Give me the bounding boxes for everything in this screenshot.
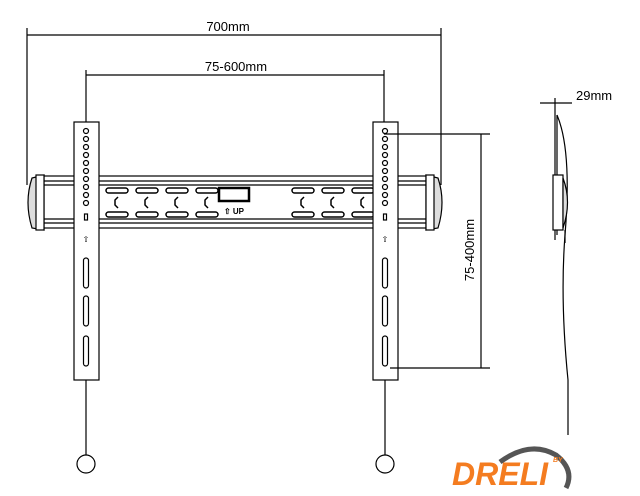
rail-hook xyxy=(360,196,365,209)
horizontal-vesa-label: 75-600mm xyxy=(205,59,267,74)
horizontal-rail: ⇧ UP xyxy=(41,175,429,229)
rail-hook xyxy=(174,196,179,209)
vertical-vesa-label: 75-400mm xyxy=(462,219,477,281)
logo-prefix: BY xyxy=(553,457,564,464)
rail-hook xyxy=(144,196,149,209)
depth-label: 29mm xyxy=(576,88,612,103)
mounting-hole xyxy=(381,159,389,167)
rail-slot xyxy=(105,211,129,218)
up-label: ⇧ UP xyxy=(224,207,245,216)
rail-slot xyxy=(321,211,345,218)
mounting-hole xyxy=(381,167,389,175)
mounting-hole xyxy=(82,199,90,207)
brand-logo: DRELI BY xyxy=(452,446,572,492)
rail-slot xyxy=(291,187,315,194)
rail-slot xyxy=(165,211,189,218)
rail-slot xyxy=(135,187,159,194)
mounting-hole xyxy=(82,175,90,183)
mounting-hole xyxy=(381,191,389,199)
vertical-vesa-dimension: 75-400mm xyxy=(384,133,490,369)
mounting-hole xyxy=(381,151,389,159)
upright-slot xyxy=(82,295,90,327)
mounting-hole xyxy=(381,183,389,191)
upright-slot xyxy=(381,295,389,327)
mounting-hole xyxy=(82,159,90,167)
mounting-hole xyxy=(82,151,90,159)
rail-slot xyxy=(321,187,345,194)
rail-hook xyxy=(114,196,119,209)
left-end-cap xyxy=(27,174,45,231)
rail-slot xyxy=(291,211,315,218)
mounting-hole xyxy=(82,135,90,143)
mounting-hole xyxy=(381,175,389,183)
logo-brand: DRELI xyxy=(452,456,549,492)
mounting-hole xyxy=(381,143,389,151)
safety-pull-ball[interactable] xyxy=(375,454,395,474)
rail-hook xyxy=(300,196,305,209)
mounting-hole xyxy=(381,199,389,207)
vertical-upright: ⇧ xyxy=(372,121,399,474)
overall-width-label: 700mm xyxy=(206,19,249,34)
upright-slot xyxy=(82,257,90,289)
mounting-hole xyxy=(82,167,90,175)
arrow-up-icon: ⇧ xyxy=(83,235,90,244)
mounting-hole xyxy=(82,127,90,135)
rail-hook xyxy=(204,196,209,209)
side-view: 29mm xyxy=(540,88,612,435)
rail-slot xyxy=(135,211,159,218)
mounting-hole xyxy=(82,191,90,199)
mounting-hole xyxy=(82,183,90,191)
rail-slot xyxy=(165,187,189,194)
vertical-upright: ⇧ xyxy=(73,121,100,474)
upright-slot xyxy=(82,335,90,367)
rail-hook xyxy=(330,196,335,209)
upright-slot xyxy=(381,257,389,289)
rail-slot xyxy=(195,211,219,218)
right-end-cap xyxy=(425,174,443,231)
overall-width-dimension: 700mm xyxy=(26,19,442,185)
horizontal-vesa-dimension: 75-600mm xyxy=(85,59,385,130)
rail-slot xyxy=(105,187,129,194)
safety-pull-ball[interactable] xyxy=(76,454,96,474)
center-lock-slot xyxy=(217,186,251,203)
mounting-hole xyxy=(82,143,90,151)
upright-slot xyxy=(381,335,389,367)
arrow-up-icon: ⇧ xyxy=(382,235,389,244)
mounting-hole xyxy=(381,135,389,143)
